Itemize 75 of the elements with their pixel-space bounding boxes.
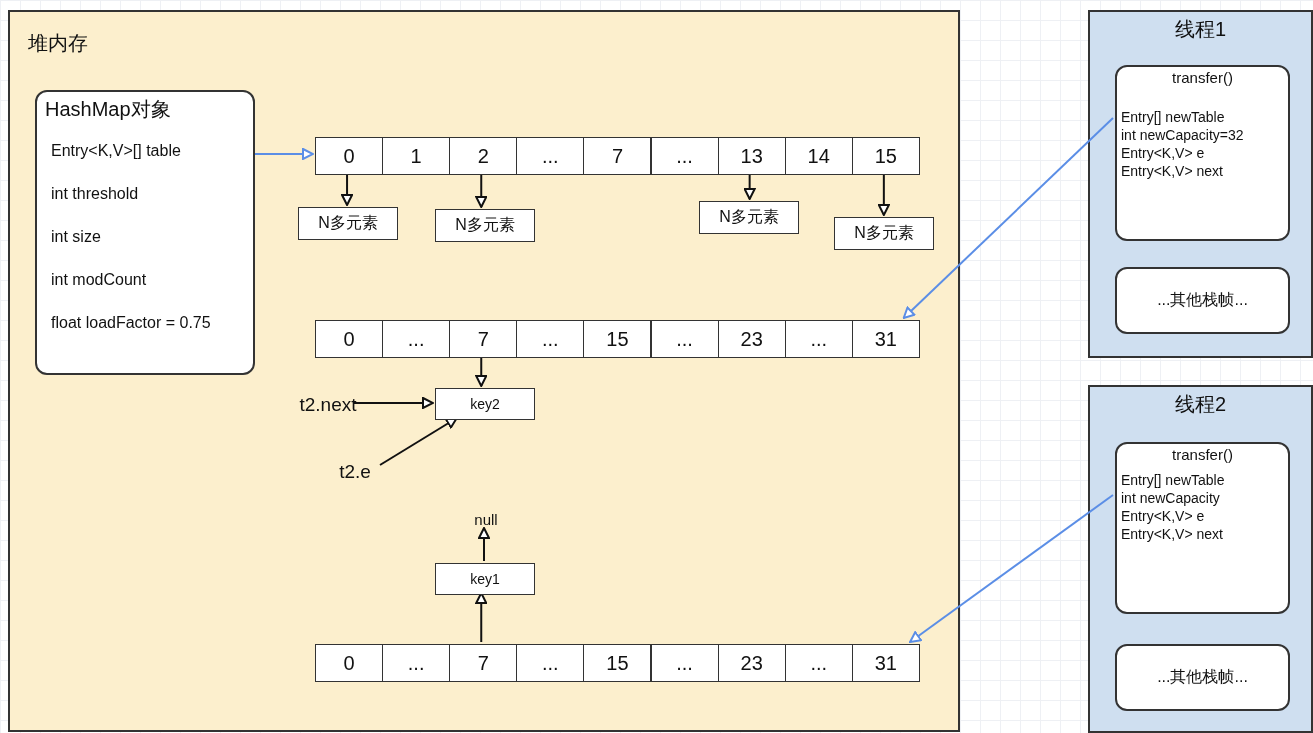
- arrow: [353, 397, 434, 409]
- arrow: [341, 172, 354, 206]
- variable-text: int newCapacity: [1121, 490, 1220, 506]
- arrow: [379, 417, 458, 466]
- array-slot: ...: [650, 320, 719, 358]
- arrow: [475, 355, 488, 387]
- heap-memory-panel: [8, 10, 960, 732]
- variable-text: Entry<K,V> next: [1121, 163, 1223, 179]
- element-box: N多元素: [699, 201, 799, 234]
- stack-frame-box: ...其他栈帧...: [1115, 644, 1290, 711]
- panel-title: 堆内存: [28, 31, 88, 56]
- panel-title: 线程1: [1173, 17, 1228, 42]
- null-label: null: [468, 508, 504, 530]
- variable-text: int newCapacity=32: [1121, 127, 1244, 143]
- arrow: [743, 172, 756, 200]
- panel-title: 线程2: [1173, 392, 1228, 417]
- array-slot: 31: [851, 320, 920, 358]
- array-slot: ...: [382, 644, 451, 682]
- pointer-label: t2.next: [300, 392, 356, 418]
- entry-box: key2: [435, 388, 535, 420]
- array-slot: ...: [382, 320, 451, 358]
- array-slot: ...: [516, 644, 585, 682]
- array-slot: ...: [784, 644, 853, 682]
- array-slot: 2: [449, 137, 518, 175]
- array-slot: ...: [516, 137, 585, 175]
- arrow: [909, 494, 1114, 643]
- variable-text: Entry[] newTable: [1121, 472, 1225, 488]
- field-text: int modCount: [51, 271, 147, 289]
- variable-text: Entry[] newTable: [1121, 109, 1225, 125]
- thread-panel: [1088, 10, 1313, 358]
- array-slot: ...: [650, 644, 719, 682]
- variable-text: Entry<K,V> e: [1121, 145, 1205, 161]
- array-slot: 23: [717, 644, 786, 682]
- object-title: HashMap对象: [45, 97, 171, 122]
- thread-panel: [1088, 385, 1313, 733]
- array-slot: 23: [717, 320, 786, 358]
- array-slot: 0: [315, 644, 384, 682]
- array-slot: 7: [583, 137, 652, 175]
- arrow: [902, 117, 1114, 319]
- array-slot: 15: [583, 320, 652, 358]
- array-slot: 14: [784, 137, 853, 175]
- array-slot: 0: [315, 320, 384, 358]
- field-text: Entry<K,V>[] table: [51, 142, 181, 160]
- arrow: [252, 148, 314, 160]
- array-slot: ...: [516, 320, 585, 358]
- pointer-label: t2.e: [328, 457, 382, 487]
- array-slot: 13: [717, 137, 786, 175]
- object-box: [35, 90, 255, 375]
- element-box: N多元素: [834, 217, 934, 250]
- array-slot: ...: [784, 320, 853, 358]
- variable-text: Entry<K,V> e: [1121, 508, 1205, 524]
- arrow: [478, 527, 490, 562]
- element-box: N多元素: [435, 209, 535, 242]
- entry-box: key1: [435, 563, 535, 595]
- arrow: [475, 592, 488, 643]
- array-slot: 7: [449, 320, 518, 358]
- variable-text: Entry<K,V> next: [1121, 526, 1223, 542]
- field-text: int size: [51, 228, 101, 246]
- array-slot: 7: [449, 644, 518, 682]
- field-text: int threshold: [51, 185, 139, 203]
- array-slot: ...: [650, 137, 719, 175]
- element-box: N多元素: [298, 207, 398, 240]
- array-slot: 31: [851, 644, 920, 682]
- field-text: float loadFactor = 0.75: [51, 314, 211, 332]
- method-name: transfer(): [1171, 446, 1234, 463]
- stack-frame-box: [1115, 442, 1290, 614]
- arrow: [877, 172, 890, 216]
- method-name: transfer(): [1171, 69, 1234, 86]
- array-slot: 15: [583, 644, 652, 682]
- arrow: [475, 172, 488, 208]
- stack-frame-box: [1115, 65, 1290, 241]
- array-slot: 0: [315, 137, 384, 175]
- stack-frame-box: ...其他栈帧...: [1115, 267, 1290, 334]
- array-slot: 15: [851, 137, 920, 175]
- array-slot: 1: [382, 137, 451, 175]
